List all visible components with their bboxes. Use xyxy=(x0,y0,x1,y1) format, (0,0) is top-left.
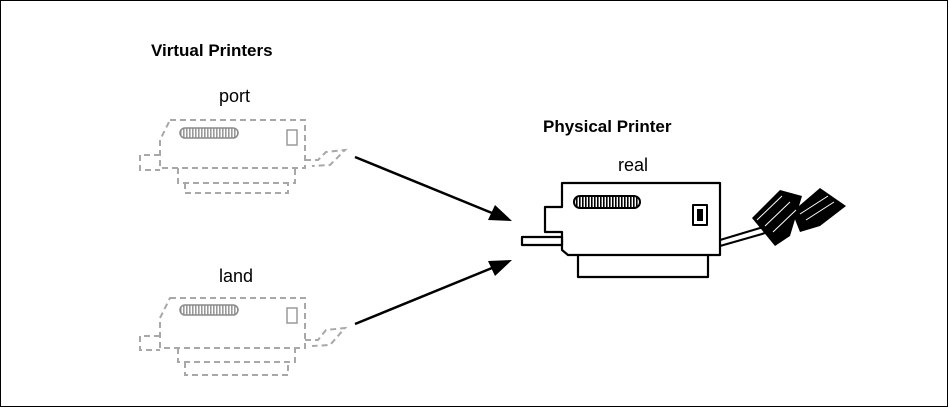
virtual-printer-land-icon xyxy=(139,297,348,376)
virtual-printer-land-label: land xyxy=(219,266,254,286)
arrow-port-to-real xyxy=(354,155,512,221)
arrow-land-to-real xyxy=(354,260,512,326)
virtual-printer-port-label: port xyxy=(219,86,251,106)
virtual-printers-title: Virtual Printers xyxy=(151,41,273,60)
virtual-printer-port-icon xyxy=(139,119,348,194)
physical-printer-real-label: real xyxy=(618,155,649,175)
physical-printer-real-icon xyxy=(520,181,779,279)
printer-cable-plug-icon xyxy=(752,188,846,246)
physical-printer-title: Physical Printer xyxy=(543,117,672,136)
